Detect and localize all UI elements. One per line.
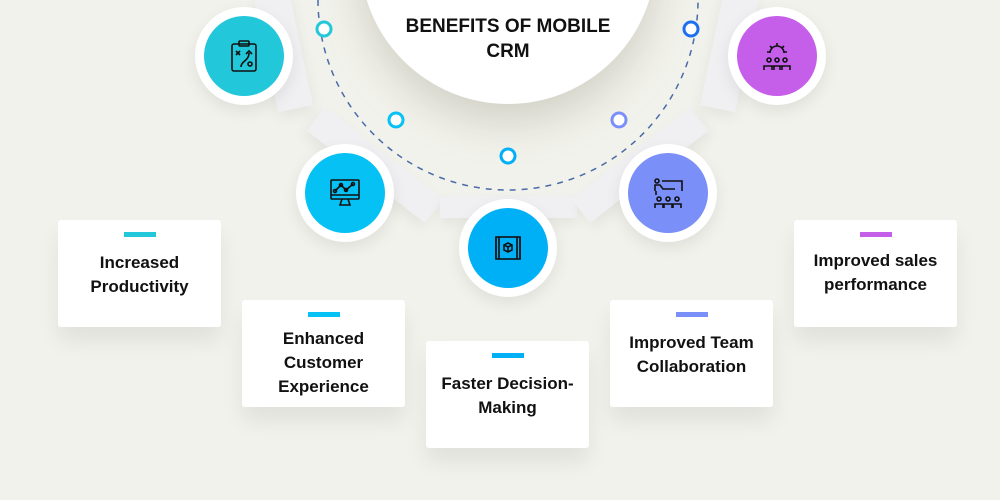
benefit-icon-circle	[619, 144, 717, 242]
arc-node	[682, 20, 700, 38]
page-title: BENEFITS OF MOBILE CRM	[405, 16, 611, 62]
blueprint-cube-icon	[495, 236, 521, 260]
benefit-icon-circle	[195, 7, 293, 105]
benefit-label: Improved Team Collaboration	[629, 333, 754, 376]
accent-bar	[123, 232, 156, 237]
benefit-label: Enhanced Customer Experience	[278, 329, 369, 396]
benefit-label: Faster Decision-Making	[441, 374, 574, 417]
benefit-card: Enhanced Customer Experience	[242, 300, 405, 407]
accent-bar	[675, 312, 708, 317]
presentation-team-icon	[654, 178, 683, 208]
arc-node	[387, 111, 405, 129]
accent-bar	[491, 353, 524, 358]
benefit-card: Faster Decision-Making	[426, 341, 589, 448]
benefit-icon-circle	[459, 199, 557, 297]
accent-bar	[859, 232, 892, 237]
gear-team-icon	[763, 43, 791, 70]
benefit-icon-circle	[728, 7, 826, 105]
accent-bar	[307, 312, 340, 317]
arc-node	[315, 20, 333, 38]
benefit-label: Increased Productivity	[90, 253, 189, 296]
monitor-chart-icon	[330, 179, 360, 206]
clipboard-strategy-icon	[231, 40, 257, 72]
benefit-card: Increased Productivity	[58, 220, 221, 327]
benefit-card: Improved Team Collaboration	[610, 300, 773, 407]
benefit-label: Improved sales performance	[813, 251, 938, 294]
arc-node	[610, 111, 628, 129]
benefit-card: Improved sales performance	[794, 220, 957, 327]
arc-node	[499, 147, 517, 165]
benefit-icon-circle	[296, 144, 394, 242]
